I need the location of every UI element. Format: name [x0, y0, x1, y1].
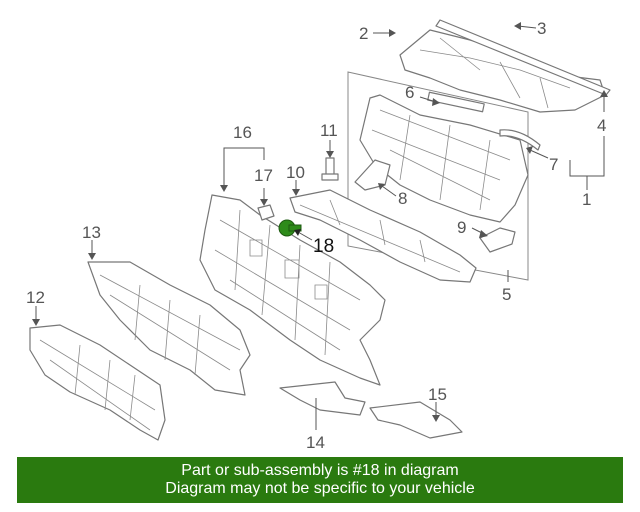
callout-14: 14	[306, 433, 325, 452]
dash-silencer	[29, 324, 166, 441]
callout-2: 2	[359, 24, 368, 43]
info-banner: Part or sub-assembly is #18 in diagram D…	[17, 457, 623, 503]
bolt-11-shape	[321, 157, 339, 181]
callout-1: 1	[582, 190, 591, 209]
callout-9: 9	[457, 218, 466, 237]
duct-15-shape	[369, 401, 463, 439]
cowl-top-trim	[399, 19, 611, 113]
callout-11: 11	[320, 121, 338, 140]
bracket-8-shape	[354, 159, 391, 191]
dash-insulator	[87, 261, 251, 396]
callout-4: 4	[597, 116, 606, 135]
grommet-17-shape	[257, 204, 275, 221]
leader-lines	[32, 22, 608, 430]
callout-17: 17	[254, 166, 273, 185]
banner-line-2: Diagram may not be specific to your vehi…	[165, 480, 475, 497]
banner-line-1: Part or sub-assembly is #18 in diagram	[181, 462, 459, 479]
seal-7-shape	[499, 129, 541, 151]
callout-7: 7	[549, 155, 558, 174]
highlighted-clip-18	[278, 219, 302, 237]
dash-crossmember	[289, 189, 477, 283]
callout-8: 8	[398, 189, 407, 208]
callout-18: 18	[313, 236, 334, 257]
callout-3: 3	[537, 19, 546, 38]
callout-5: 5	[502, 285, 511, 304]
callout-15: 15	[428, 385, 447, 404]
bracket-9-shape	[479, 227, 516, 253]
callout-6: 6	[405, 83, 414, 102]
callout-12: 12	[26, 288, 45, 307]
seal-6-shape	[427, 91, 485, 113]
callout-10: 10	[286, 163, 305, 182]
duct-14-shape	[279, 381, 366, 416]
callout-16: 16	[233, 123, 252, 142]
callout-13: 13	[82, 223, 101, 242]
dash-panel	[199, 194, 386, 386]
